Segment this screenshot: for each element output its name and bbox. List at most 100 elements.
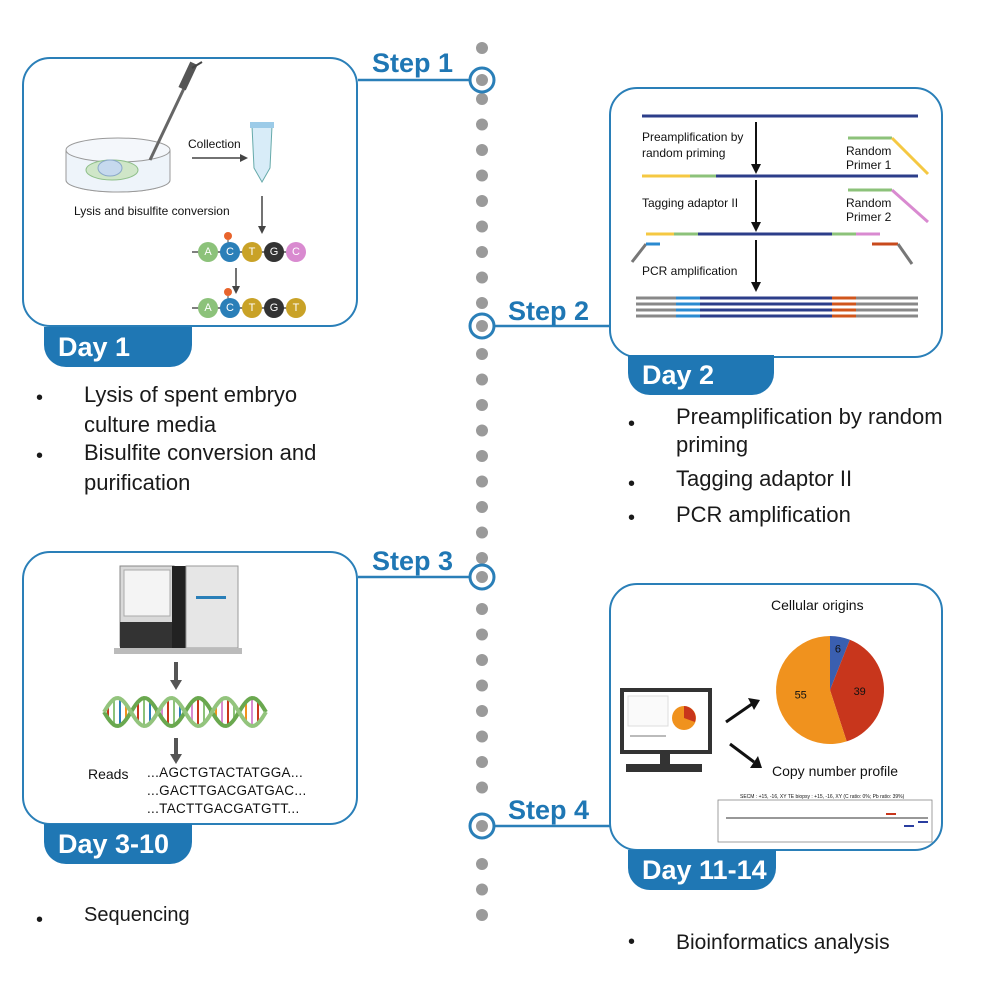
copy-number-label: Copy number profile <box>772 763 899 779</box>
base-C: C <box>220 242 240 262</box>
base-T: T <box>286 298 306 318</box>
day-4-bullet-1: Bioinformatics analysis <box>676 931 890 954</box>
lysis-label: Lysis and bisulfite conversion <box>74 204 230 218</box>
monitor-icon <box>620 688 712 772</box>
day-3-bullet-1: Sequencing <box>84 904 190 926</box>
random-primer-1-label-2: Primer 1 <box>846 158 892 172</box>
day-1-bullet-1a: Lysis of spent embryo <box>84 382 298 407</box>
day-3-tab: Day 3-10 <box>44 824 192 864</box>
pie-label: 39 <box>854 686 866 698</box>
day-2-tab: Day 2 <box>628 355 774 395</box>
base-G: G <box>264 242 284 262</box>
read-2: ...GACTTGACGATGAC... <box>147 783 307 798</box>
timeline-dot <box>476 552 488 564</box>
timeline-dot <box>476 424 488 437</box>
timeline-dot <box>476 475 488 488</box>
timeline-dot <box>476 118 488 131</box>
timeline-dot <box>476 679 488 692</box>
cellular-origins-label: Cellular origins <box>771 597 864 613</box>
timeline-dot <box>476 781 488 794</box>
timeline-dot <box>476 628 488 641</box>
cnv-caption: SECM : +15, -16, XY TE biopsy : +15, -16… <box>740 794 905 800</box>
step-2-label: Step 2 <box>508 296 590 326</box>
day-1-bullet-2a: Bisulfite conversion and <box>84 440 317 465</box>
timeline-dot <box>476 144 488 156</box>
base-G: G <box>264 298 284 318</box>
day-1-bullet-1b: culture media <box>84 412 217 437</box>
bullet-dot: • <box>628 931 636 953</box>
timeline-dot <box>476 526 488 539</box>
step-3-label: Step 3 <box>372 546 454 576</box>
tagging-label: Tagging adaptor II <box>642 196 739 210</box>
pcr-label: PCR amplification <box>642 264 738 278</box>
pie-slice <box>776 636 847 744</box>
day-2-bullet-1b: priming <box>676 432 749 457</box>
timeline-dot <box>476 246 488 258</box>
random-primer-2-label-2: Primer 2 <box>846 210 892 224</box>
timeline-dot <box>476 271 488 284</box>
timeline-dot <box>476 195 488 207</box>
timeline-dot <box>476 603 488 615</box>
timeline-dot <box>476 93 488 105</box>
day-4-tab: Day 11-14 <box>628 850 776 890</box>
collection-label: Collection <box>188 137 241 151</box>
timeline-dot <box>476 220 488 233</box>
sequencer-icon <box>114 565 242 654</box>
timeline-dot <box>476 501 488 513</box>
timeline-dot <box>476 399 488 411</box>
pie-chart: 6 39 55 <box>776 636 885 744</box>
base-A: A <box>198 298 218 318</box>
base-A: A <box>198 242 218 262</box>
timeline-dot <box>476 705 488 717</box>
base-C: C <box>220 298 240 318</box>
reads-label: Reads <box>88 766 129 782</box>
bullet-dot: • <box>36 445 44 467</box>
timeline-dot <box>476 883 488 896</box>
copy-number-plot <box>717 799 933 843</box>
preamp-label-2: random priming <box>642 146 726 160</box>
base-T: T <box>242 298 262 318</box>
timeline-dot <box>476 348 488 360</box>
timeline-dot <box>476 654 488 666</box>
pie-label: 6 <box>835 644 841 656</box>
timeline-dot <box>476 42 488 54</box>
timeline-dot <box>476 858 488 870</box>
timeline-dot <box>476 909 488 921</box>
preamp-label-1: Preamplification by <box>642 130 744 144</box>
bullet-dot: • <box>36 387 44 409</box>
day-1-tab: Day 1 <box>44 327 192 367</box>
pie-slice <box>830 636 850 690</box>
day-2-bullet-3: PCR amplification <box>676 502 851 527</box>
timeline-dot <box>476 297 488 309</box>
day-1-bullet-2b: purification <box>84 470 191 495</box>
timeline-dot <box>476 373 488 386</box>
base-T: T <box>242 242 262 262</box>
timeline-dot <box>476 169 488 182</box>
day-2-panel <box>609 87 943 358</box>
step-1-label: Step 1 <box>372 48 454 78</box>
day-2-bullet-2: Tagging adaptor II <box>676 466 853 491</box>
dna-helix-icon <box>102 695 268 729</box>
read-3: ...TACTTGACGATGTT... <box>147 801 300 816</box>
timeline-dot <box>476 756 488 768</box>
random-primer-1-label-1: Random <box>846 144 892 158</box>
bullet-dot: • <box>628 507 636 529</box>
bullet-dot: • <box>628 413 636 435</box>
bullet-dot: • <box>36 909 44 931</box>
timeline-dot <box>476 450 488 462</box>
bullet-dot: • <box>628 473 636 495</box>
read-1: ...AGCTGTACTATGGA... <box>147 765 304 780</box>
pie-label: 55 <box>795 690 807 702</box>
base-C: C <box>286 242 306 262</box>
timeline-dot <box>476 730 488 743</box>
day-1-panel <box>22 57 358 327</box>
pie-slice <box>830 639 885 742</box>
day-2-bullet-1a: Preamplification by random <box>676 404 943 429</box>
step-4-label: Step 4 <box>508 795 590 825</box>
